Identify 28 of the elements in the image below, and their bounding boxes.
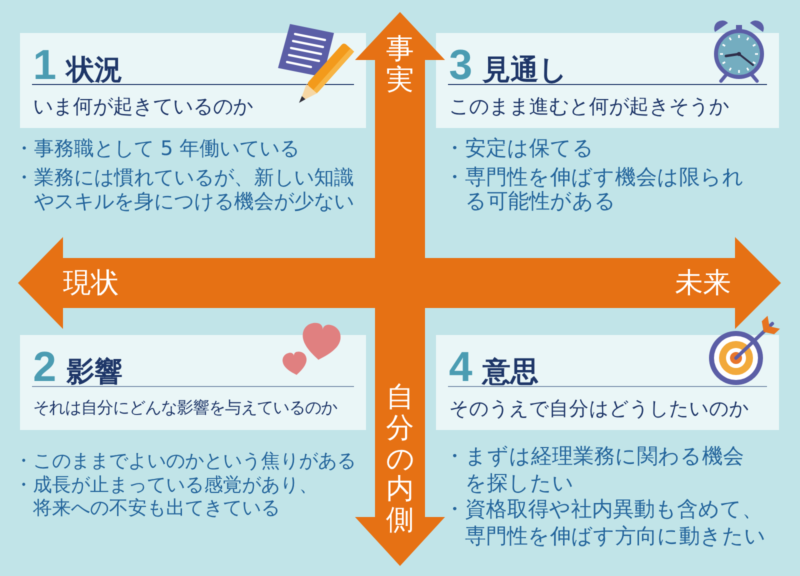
section-question: そのうえで自分はどうしたいのか xyxy=(449,396,749,422)
section-number: 4 xyxy=(449,346,472,388)
section-number: 3 xyxy=(449,44,472,86)
header-panel xyxy=(20,33,366,128)
section-title: 状況 xyxy=(66,56,122,84)
bullet-text: ・まずは経理業務に関わる機会を探したい xyxy=(444,443,745,496)
section-question: いま何が起きているのか xyxy=(33,94,253,120)
section-number: 2 xyxy=(33,346,56,388)
axis-label: 未来 xyxy=(675,266,731,300)
bullet-text: ・このままでよいのかという焦りがある xyxy=(14,450,357,474)
header-panel xyxy=(436,33,779,128)
bullet-text: ・成長が止まっている感覚があり、将来への不安も出てきている xyxy=(14,474,319,520)
section-question: このまま進むと何が起きそうか xyxy=(449,94,729,120)
bullet-text: ・専門性を伸ばす機会は限られる可能性がある xyxy=(444,165,745,213)
section-title: 影響 xyxy=(66,358,122,386)
axis-label: 事実 xyxy=(386,34,414,96)
section-title: 意思 xyxy=(482,358,538,386)
bullet-text: ・資格取得や社内異動も含めて、専門性を伸ばす方向に動きたい xyxy=(444,496,768,549)
bullet-text: ・事務職として 5 年働いている xyxy=(14,136,300,160)
header-panel xyxy=(20,335,366,430)
bullet-text: ・業務には慣れているが、新しい知識やスキルを身につける機会が少ない xyxy=(14,165,355,213)
section-title: 見通し xyxy=(482,56,568,84)
axis-label: 現状 xyxy=(63,266,119,300)
section-number: 1 xyxy=(33,44,56,86)
section-question: それは自分にどんな影響を与えているのか xyxy=(33,397,337,419)
bullet-text: ・安定は保てる xyxy=(444,136,595,160)
header-panel xyxy=(436,335,779,430)
axis-label: 自分の内側 xyxy=(386,382,414,536)
